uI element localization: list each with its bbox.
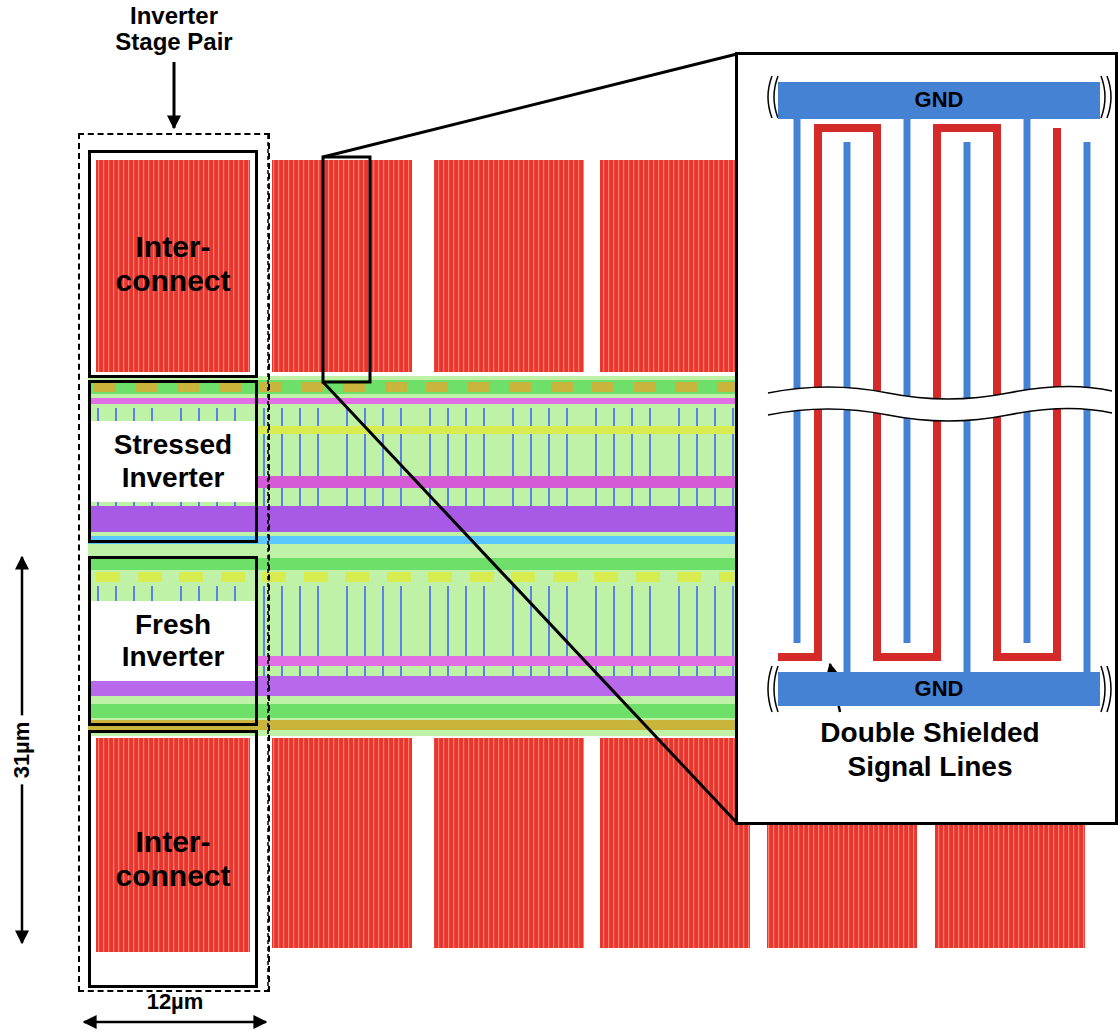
dimension-label: 12µm [84, 990, 266, 1014]
interconnect-metal [272, 738, 412, 948]
break-mark [1101, 666, 1111, 712]
inverter-box: Stressed Inverter [88, 380, 258, 543]
break-line [768, 386, 1112, 399]
node-text: GND [915, 88, 964, 112]
stage-pair-box: Inverter Stage PairInter- connectStresse… [78, 133, 270, 992]
shield-fingers [797, 112, 1027, 643]
interconnect-metal [434, 160, 584, 372]
interconnect-box: Inter- connect [88, 730, 258, 988]
interconnect-metal [96, 738, 250, 952]
pointer-arrow [173, 62, 176, 128]
ground-rail: GND [778, 82, 1100, 119]
node-text: GND [915, 677, 964, 701]
break-mark [1101, 76, 1111, 118]
zoom-callout: Double Shielded Signal Lines GND GND [735, 52, 1118, 825]
dimension-label: 31µm [8, 716, 36, 785]
break-mark [768, 666, 778, 712]
node-text: Inter- connect [98, 825, 248, 894]
node-text: Inverter Stage Pair [104, 3, 244, 56]
node-text: Stressed Inverter [91, 421, 255, 501]
transistor-layout [88, 376, 735, 736]
break-mark [768, 76, 778, 118]
zoom-leader [323, 382, 737, 823]
node-text: Inter- connect [98, 230, 248, 299]
zoom-source-box [323, 157, 370, 382]
node-text: Double Shielded Signal Lines [790, 716, 1070, 783]
interconnect-metal [96, 160, 250, 372]
interconnect-box: Inter- connect [88, 150, 258, 378]
node-text: Fresh Inverter [91, 601, 255, 681]
callout-ground [735, 52, 1118, 825]
interconnect-metal [600, 160, 750, 372]
dimension-arrow [84, 1021, 266, 1024]
interconnect-metal [434, 738, 584, 948]
break-line [768, 408, 1112, 421]
inverter-box: Fresh Inverter [88, 556, 258, 726]
ground-rail: GND [778, 672, 1100, 706]
zoom-leader [323, 54, 737, 157]
interconnect-metal [600, 738, 750, 948]
interconnect-metal [272, 160, 412, 372]
